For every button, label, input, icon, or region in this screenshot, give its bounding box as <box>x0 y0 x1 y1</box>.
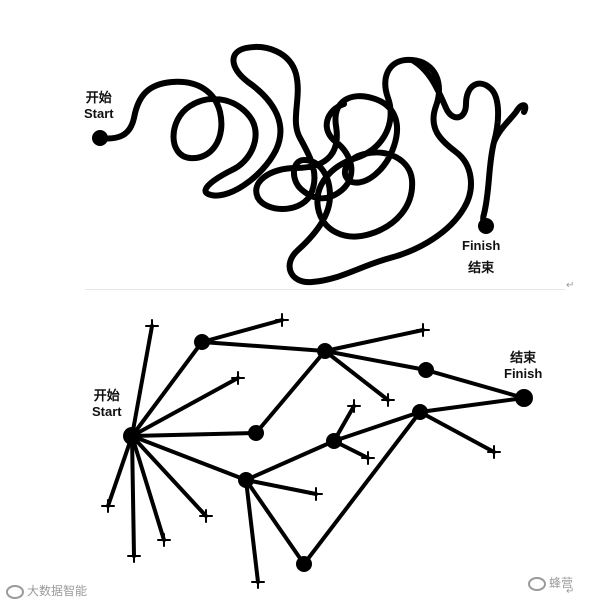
dead-end-marks <box>101 313 501 589</box>
dead-end-cross <box>381 393 395 407</box>
dead-end-cross <box>251 575 265 589</box>
paragraph-mark: ↵ <box>566 586 575 597</box>
section-divider <box>85 289 565 290</box>
network-node <box>418 362 434 378</box>
bottom-finish-label: 结束 Finish <box>504 350 542 382</box>
top-finish-label-en: Finish <box>462 238 501 253</box>
network-node <box>296 556 312 572</box>
top-finish-label-cn: 结束 <box>468 260 495 275</box>
top-start-label-cn: 开始 <box>85 90 112 105</box>
top-start-label: 开始 Start <box>84 90 114 122</box>
network-nodes <box>123 334 533 572</box>
dead-end-cross <box>309 487 323 501</box>
network-node <box>317 343 333 359</box>
top-start-label-en: Start <box>84 106 114 121</box>
dead-end-cross <box>231 371 245 385</box>
network-node <box>326 433 342 449</box>
bottom-start-label-en: Start <box>92 404 122 419</box>
dead-end-cross <box>101 499 115 513</box>
dead-end-cross <box>487 445 501 459</box>
dead-end-cross <box>347 399 361 413</box>
watermark-right: 蜂营 <box>528 574 573 591</box>
network-node <box>238 472 254 488</box>
top-finish-node <box>478 218 494 234</box>
dead-end-cross <box>275 313 289 327</box>
top-start-node <box>92 130 108 146</box>
bottom-finish-label-en: Finish <box>504 366 543 381</box>
watermark-left: 大数据智能 <box>6 582 87 599</box>
dead-end-cross <box>145 319 159 333</box>
network-node <box>194 334 210 350</box>
bottom-finish-node <box>515 389 533 407</box>
dead-end-cross <box>127 549 141 563</box>
network-edges <box>106 318 526 584</box>
dead-end-cross <box>199 509 213 523</box>
bottom-finish-label-cn: 结束 <box>510 350 537 365</box>
wechat-icon <box>528 576 546 591</box>
bottom-start-label-cn: 开始 <box>93 388 120 403</box>
dead-end-cross <box>361 451 375 465</box>
network-node <box>248 425 264 441</box>
paragraph-mark: ↵ <box>566 280 575 291</box>
top-finish-label: Finish 结束 <box>462 238 500 276</box>
dead-end-cross <box>157 533 171 547</box>
bottom-start-label: 开始 Start <box>92 388 122 420</box>
weibo-icon <box>6 584 24 599</box>
dead-end-cross <box>416 323 430 337</box>
network-node <box>412 404 428 420</box>
bottom-start-node <box>123 427 141 445</box>
tangled-path <box>97 44 529 286</box>
